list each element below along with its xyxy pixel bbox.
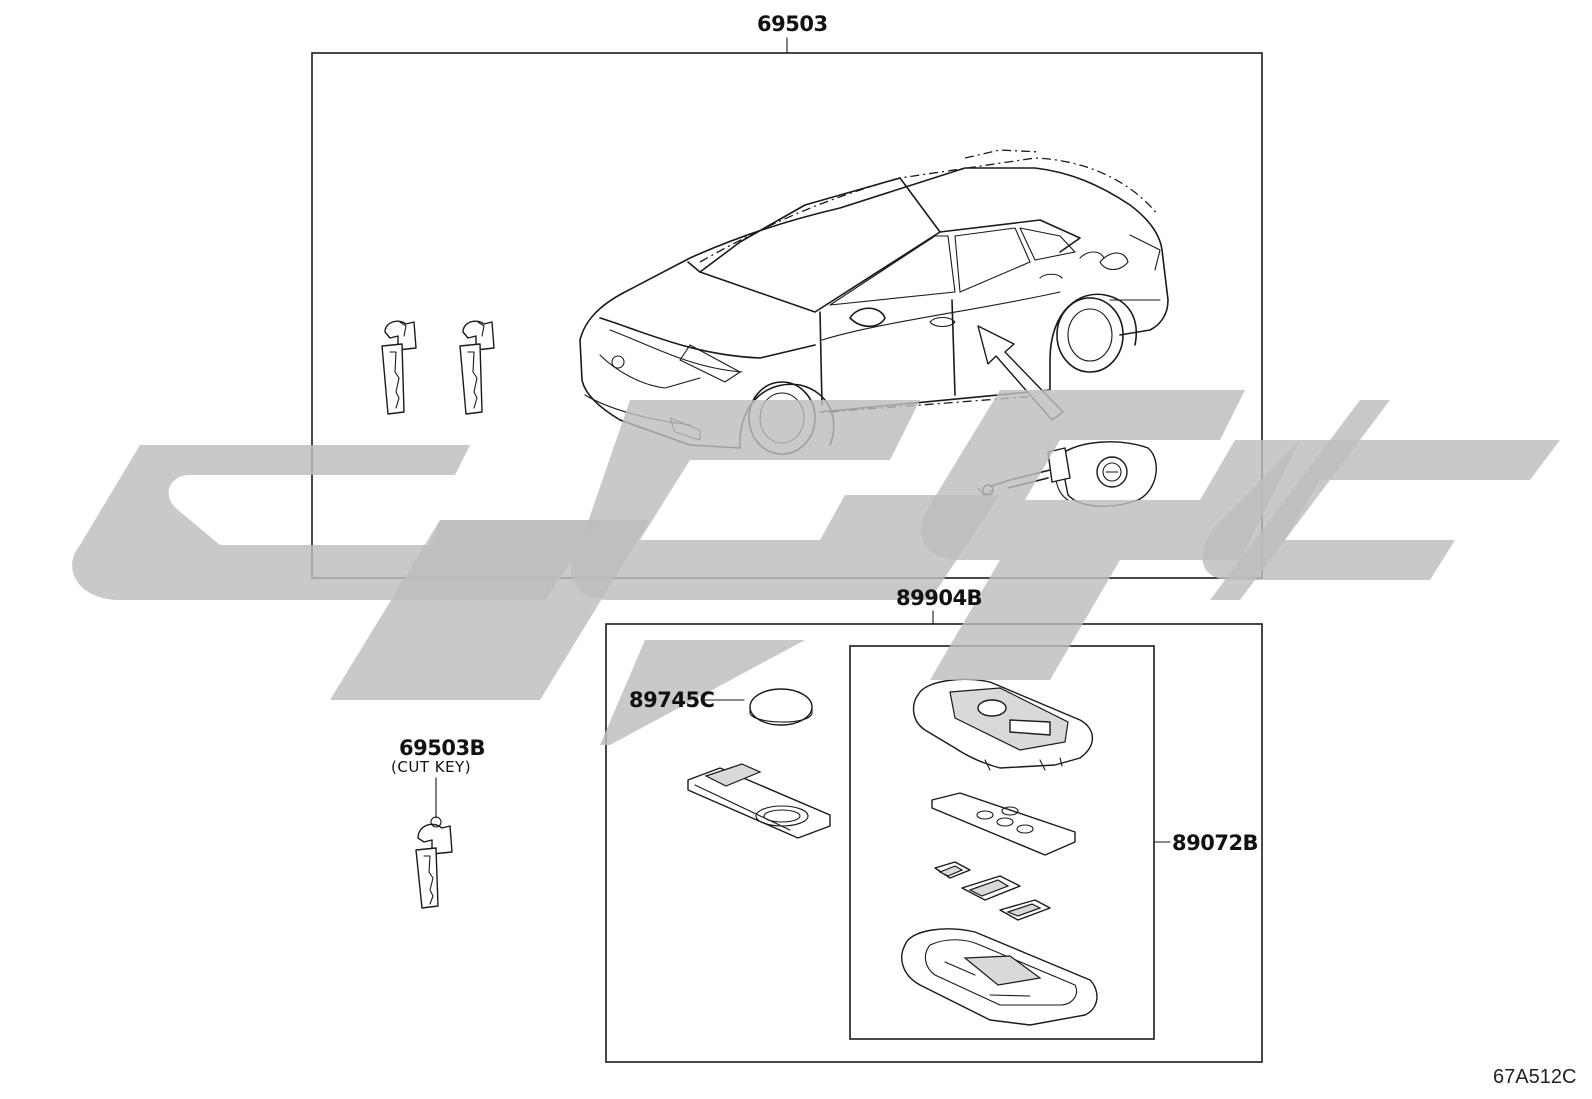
transmitter-small-parts	[934, 861, 1051, 921]
transmitter-button-pad	[931, 792, 1076, 856]
part-label-transmitter: 89072B	[1172, 831, 1259, 855]
car-phantom-trunk	[964, 149, 1041, 159]
car-phantom-roof	[699, 157, 1159, 263]
part-label-key-case: 89904B	[896, 586, 983, 610]
key-right	[459, 320, 495, 415]
part-label-kit: 69503	[757, 12, 828, 36]
part-label-cut-key: 69503B	[399, 736, 486, 760]
figure-code: 67A512C	[1493, 1066, 1577, 1088]
key-case-89904b-box	[605, 623, 1263, 1063]
transmitter-bottom-case	[901, 928, 1098, 1026]
key-left	[381, 320, 417, 415]
cut-key	[415, 816, 453, 909]
cut-key-note: (CUT KEY)	[391, 758, 472, 776]
watermark-logo	[72, 390, 1560, 745]
circuit-board	[687, 763, 831, 839]
transmitter-top-cover	[912, 678, 1094, 771]
part-label-battery: 89745C	[629, 688, 715, 712]
battery-coin	[749, 688, 813, 726]
